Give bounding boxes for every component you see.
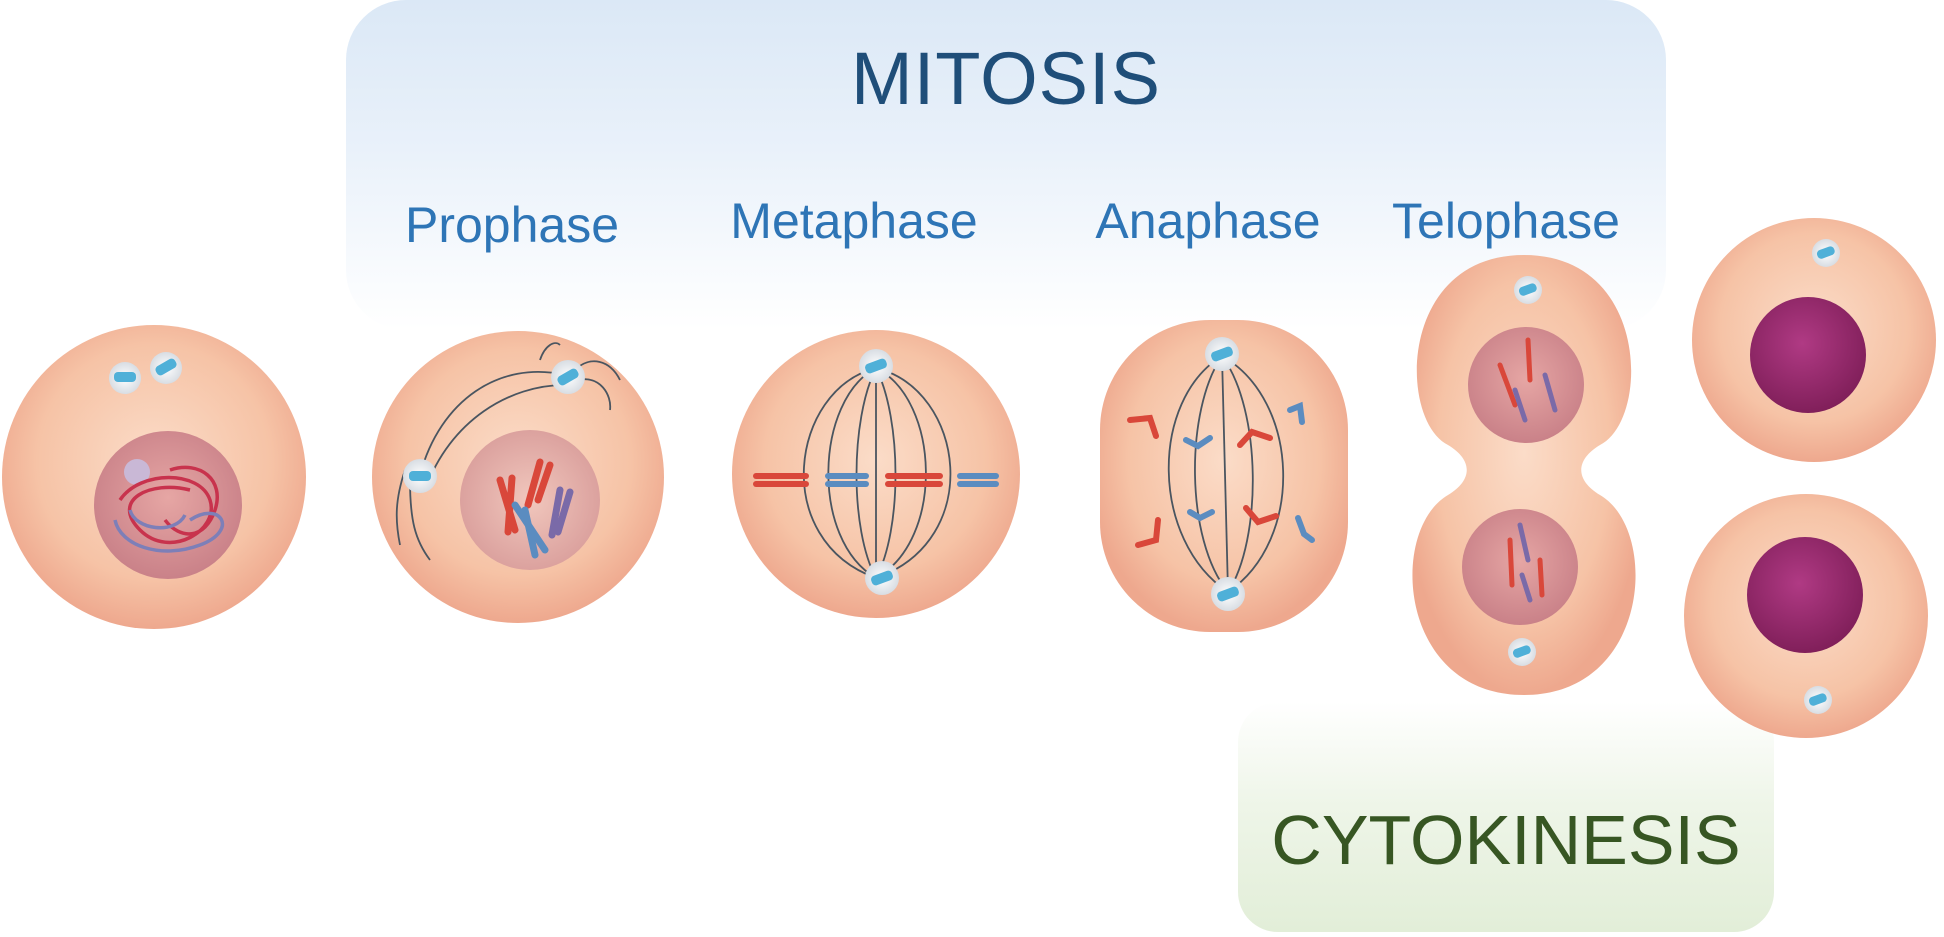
chromatin bbox=[113, 465, 224, 553]
cytokinesis-panel bbox=[1238, 702, 1774, 932]
phase-label-prophase: Prophase bbox=[404, 197, 620, 253]
mitosis-panel bbox=[346, 0, 1666, 330]
daughter-cell-top bbox=[1692, 218, 1936, 462]
nucleus bbox=[1747, 537, 1863, 653]
chromosomes bbox=[1127, 401, 1315, 548]
interphase-cell bbox=[2, 325, 306, 629]
nucleus bbox=[1750, 297, 1866, 413]
phase-label-anaphase: Anaphase bbox=[1095, 193, 1321, 249]
phase-label-metaphase: Metaphase bbox=[730, 193, 978, 249]
prophase-cell bbox=[372, 331, 664, 623]
cytokinesis-title: CYTOKINESIS bbox=[1271, 801, 1741, 879]
mitosis-title: MITOSIS bbox=[851, 37, 1161, 120]
nucleus-top bbox=[1468, 327, 1584, 443]
telophase-cell bbox=[1412, 255, 1636, 695]
chromosomes bbox=[753, 473, 999, 487]
anaphase-cell bbox=[1100, 320, 1348, 632]
nucleolus bbox=[124, 459, 150, 485]
phase-label-telophase: Telophase bbox=[1392, 193, 1620, 249]
metaphase-cell bbox=[732, 330, 1020, 618]
nucleus bbox=[94, 431, 242, 579]
spindle-fibers bbox=[1167, 355, 1285, 593]
nucleus-bottom bbox=[1462, 509, 1578, 625]
daughter-cell-bottom bbox=[1684, 494, 1928, 738]
centrosome-icon bbox=[109, 352, 182, 394]
chromosomes bbox=[496, 458, 574, 559]
chromosomes bbox=[1497, 337, 1558, 603]
